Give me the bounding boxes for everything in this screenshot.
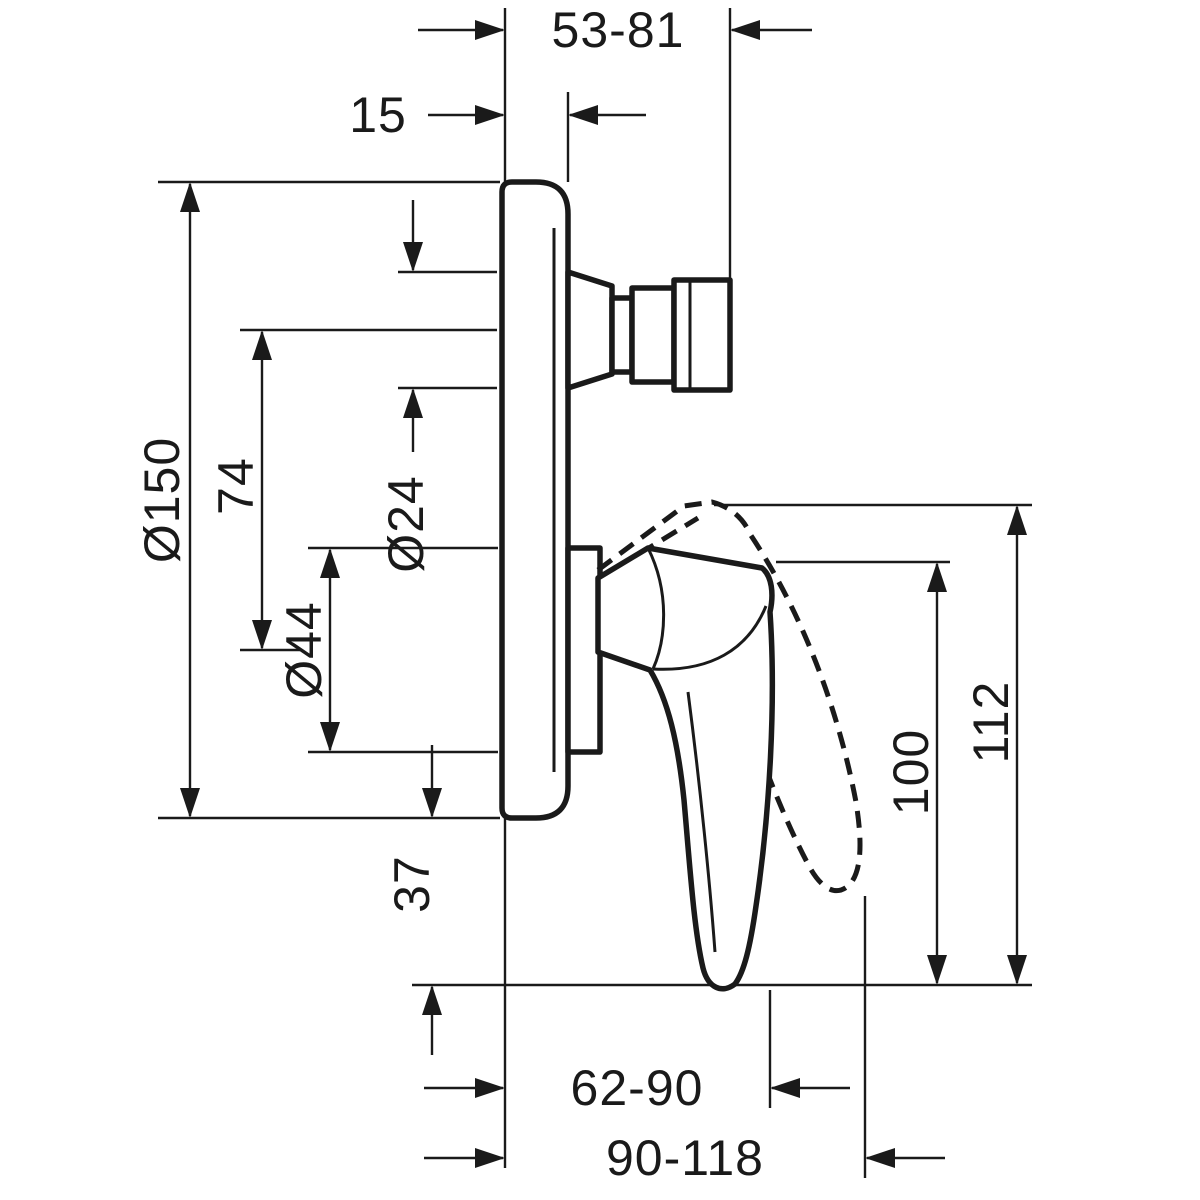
dim-label-bottom-clearance: 37: [384, 855, 440, 913]
dim-label-plate-diameter: Ø150: [134, 437, 190, 563]
dim-label-install-depth-range: 53-81: [552, 2, 685, 58]
dimension-arrows: [180, 20, 1027, 1168]
lever-handle-solid: [595, 545, 776, 992]
dim-label-axis-distance: 74: [208, 457, 264, 515]
dim-label-plate-depth: 15: [349, 87, 407, 143]
dim-label-lever-length-max: 112: [963, 681, 1019, 764]
handle-shoulder-detail-line: [652, 605, 768, 671]
dim-label-sleeve-diameter: Ø44: [276, 601, 332, 699]
dim-label-spout-connector-diameter: Ø24: [378, 475, 434, 573]
extension-lines: [158, 8, 1032, 1178]
valve-sleeve: [565, 545, 603, 755]
handle-lever-detail-line: [686, 691, 717, 953]
dim-label-lever-depth-range: 62-90: [571, 1060, 704, 1116]
spout-neck: [609, 295, 635, 375]
handle-hub-detail-line: [646, 547, 666, 670]
spout-connector: [565, 269, 733, 393]
dim-label-lever-length: 100: [883, 729, 939, 815]
escutcheon-side-view: [499, 179, 571, 821]
spout-collar: [565, 269, 615, 391]
dimension-labels: 53-81 15 Ø150 74 Ø44 Ø24 37 100 112 62-9…: [134, 2, 1019, 1186]
spout-ring: [629, 285, 677, 385]
spout-body: [671, 277, 733, 393]
dim-label-lever-depth-max-range: 90-118: [606, 1130, 764, 1186]
